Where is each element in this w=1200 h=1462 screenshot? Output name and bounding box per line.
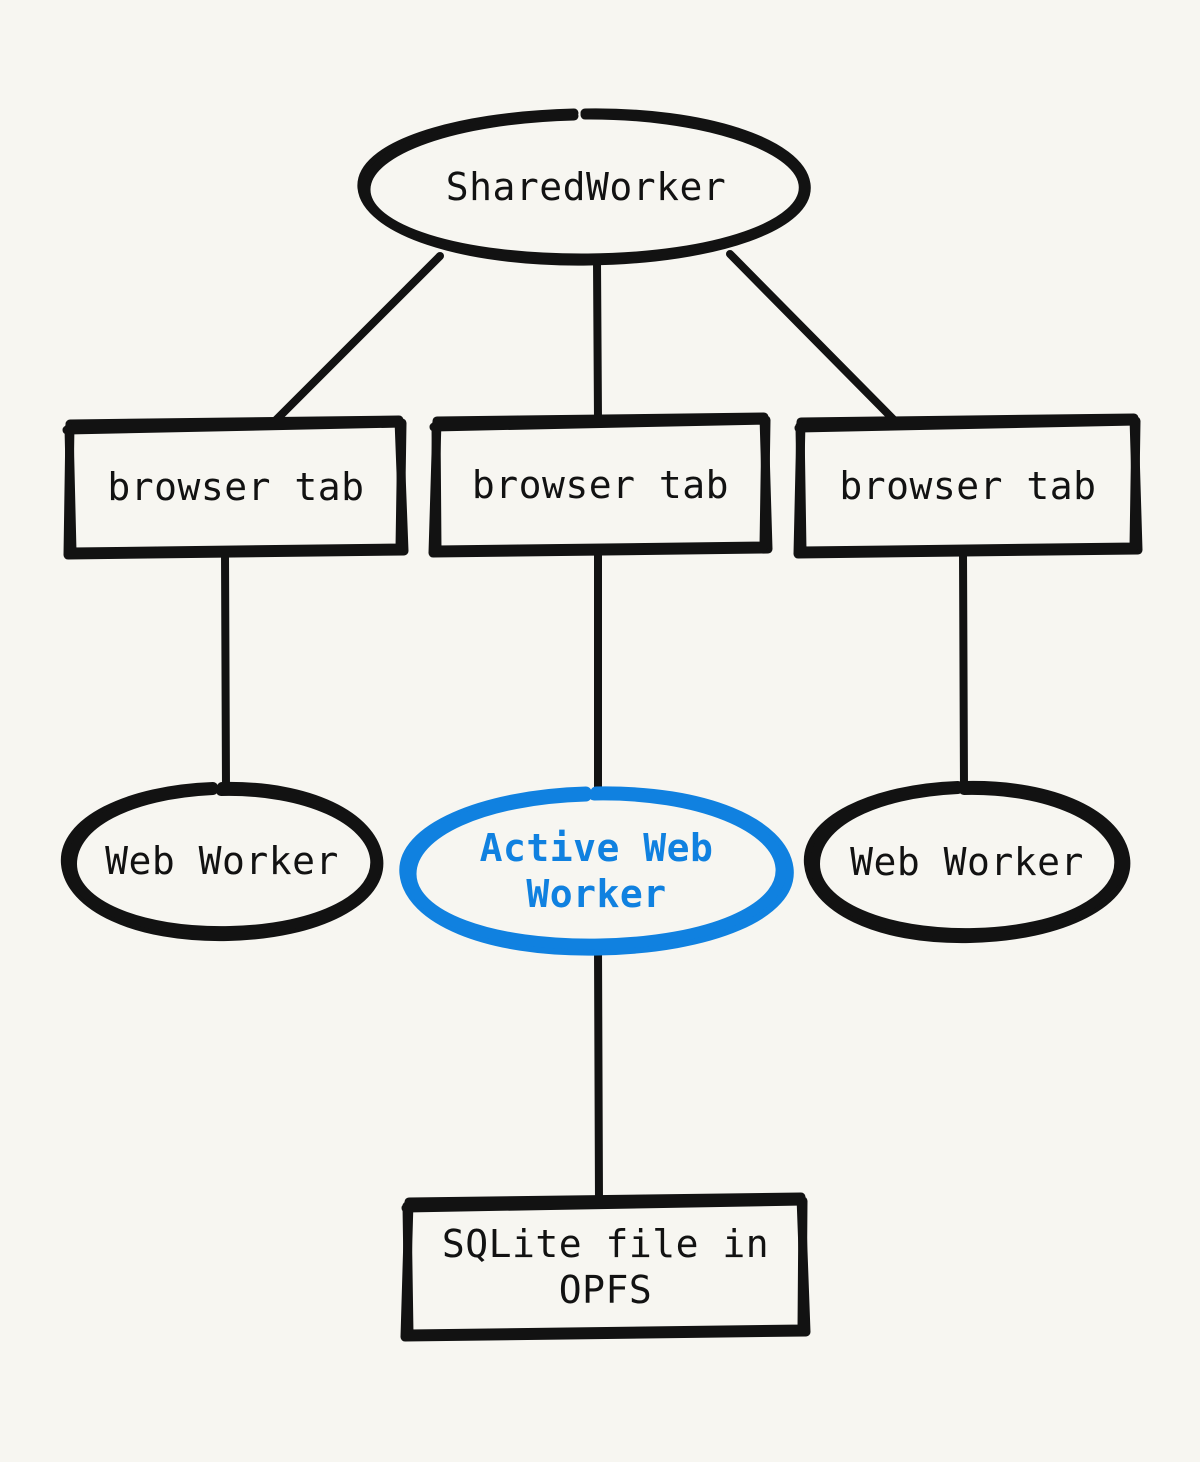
edge-sharedworker-to-browser-tab-right <box>726 250 899 425</box>
edge-layer <box>221 250 968 1207</box>
node-shape-browser-tab-left[interactable] <box>62 415 409 560</box>
edge-sharedworker-to-browser-tab-middle <box>593 258 602 424</box>
node-shape-browser-tab-middle[interactable] <box>428 412 773 558</box>
node-shape-browser-tab-right[interactable] <box>793 413 1143 559</box>
node-shape-active-web-worker[interactable] <box>399 786 794 956</box>
edge-browser-tab-left-to-web-worker-left <box>221 549 230 794</box>
node-shape-shared-worker[interactable] <box>357 108 811 266</box>
node-shape-web-worker-right[interactable] <box>803 780 1131 944</box>
node-shape-web-worker-left[interactable] <box>60 781 384 942</box>
edge-sharedworker-to-browser-tab-left <box>272 252 444 424</box>
edge-active-web-worker-to-sqlite-file <box>594 944 603 1207</box>
node-shape-sqlite-file[interactable] <box>400 1192 811 1342</box>
edge-browser-tab-right-to-web-worker-right <box>959 549 968 793</box>
